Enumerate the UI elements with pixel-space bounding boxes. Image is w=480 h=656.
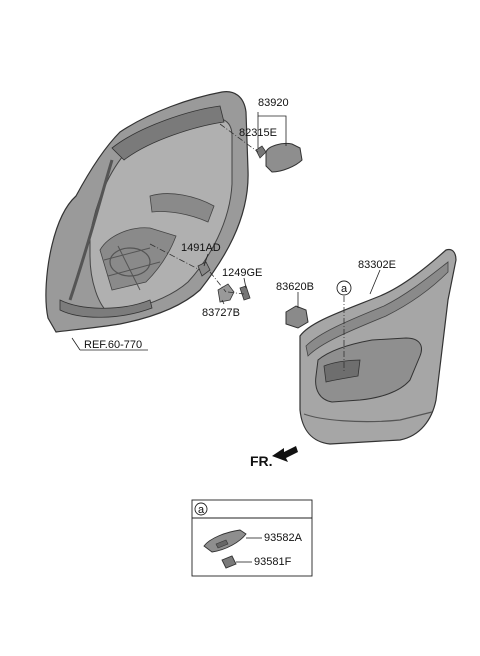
trim-panel-armrest — [315, 337, 422, 403]
fastener-group — [197, 261, 251, 303]
label-93581F: 93581F — [254, 556, 292, 568]
assembly-lines — [149, 123, 345, 372]
label-82315E: 82315E — [239, 127, 277, 139]
front-label: FR. — [250, 453, 273, 469]
detail-marker: a — [336, 280, 352, 296]
front-arrow-icon — [272, 446, 298, 462]
door-lower-sill — [59, 299, 153, 318]
part-1249GE-screw — [239, 285, 251, 301]
assembly-line-83727B — [209, 271, 227, 293]
part-1491AD-clip — [197, 261, 211, 277]
assembly-line-1491AD — [149, 243, 201, 271]
trim-panel-upper-strip — [305, 261, 449, 357]
leader-83920 — [257, 112, 287, 146]
label-93582A: 93582A — [264, 532, 303, 544]
window-frame-upper — [111, 105, 225, 161]
front-indicator: FR. — [250, 446, 298, 469]
label-ref: REF.60-770 — [84, 339, 142, 351]
trim-panel-lower-edge — [303, 411, 433, 423]
label-83920: 83920 — [258, 97, 289, 109]
door-shell — [45, 91, 249, 333]
part-93582A-button — [215, 539, 229, 549]
label-1491AD: 1491AD — [181, 242, 221, 254]
bracket-83620B — [285, 305, 309, 329]
leader-ref — [71, 337, 81, 351]
leader-83727B — [221, 299, 225, 305]
trim-panel-handle-recess — [323, 359, 361, 383]
leader-lines — [71, 112, 381, 351]
upper-reinforcement — [149, 193, 215, 223]
door-module-plate — [99, 227, 177, 291]
label-83620B: 83620B — [276, 281, 314, 293]
leader-83302E — [369, 269, 381, 295]
leader-1491AD — [203, 253, 209, 267]
door-edge-flange — [68, 159, 114, 301]
door-trim-panel — [299, 248, 457, 445]
detail-marker-label: a — [341, 283, 348, 295]
label-83727B: 83727B — [202, 307, 240, 319]
speaker-opening — [109, 247, 151, 277]
part-82315E-clip — [255, 145, 267, 159]
callout-labels: 83920 82315E 1491AD 1249GE 83727B 83620B… — [84, 97, 396, 351]
label-83302E: 83302E — [358, 259, 396, 271]
label-1249GE: 1249GE — [222, 267, 262, 279]
legend-marker-label: a — [198, 504, 205, 516]
part-93581F-cover — [221, 555, 237, 569]
part-83920-shape — [265, 143, 303, 173]
part-83620B-shape — [285, 305, 309, 329]
leader-1249GE — [243, 277, 247, 289]
assembly-line-82315E — [219, 123, 259, 153]
part-83727B-bracket — [217, 283, 235, 303]
door-module-braces — [103, 245, 161, 291]
pull-handle-cover — [255, 143, 303, 173]
legend-marker-circle — [194, 502, 208, 516]
assembly-line-1249GE — [227, 291, 245, 295]
detail-legend: a 93582A 93581F — [191, 499, 313, 577]
detail-marker-circle — [336, 280, 352, 296]
